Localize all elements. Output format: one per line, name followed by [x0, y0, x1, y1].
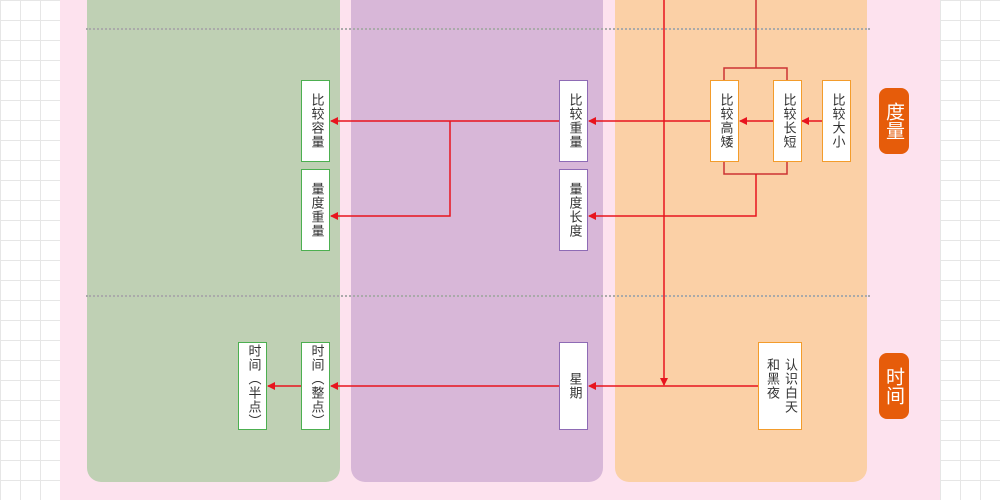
node-compare-capacity-label: 比较容量	[308, 93, 324, 149]
section-divider-middle	[86, 295, 870, 297]
section-tag-time-label: 时间	[883, 367, 905, 405]
node-compare-height: 比较高矮	[710, 80, 739, 162]
node-week: 星期	[559, 342, 588, 430]
node-compare-length: 比较长短	[773, 80, 802, 162]
node-compare-weight-label: 比较重量	[566, 93, 582, 149]
node-compare-capacity: 比较容量	[301, 80, 330, 162]
node-measure-length-label: 量度长度	[566, 182, 582, 238]
node-compare-length-label: 比较长短	[780, 93, 796, 149]
section-divider-top	[86, 28, 870, 30]
node-compare-size-label: 比较大小	[829, 93, 845, 149]
section-tag-measure-label: 度量	[883, 102, 905, 140]
node-measure-length: 量度长度	[559, 169, 588, 251]
node-measure-weight-label: 量度重量	[308, 182, 324, 238]
node-measure-weight: 量度重量	[301, 169, 330, 251]
node-compare-size: 比较大小	[822, 80, 851, 162]
node-time-hour-label: 时间（整点）	[308, 344, 324, 428]
node-time-half: 时间（半点）	[238, 342, 267, 430]
node-time-half-label: 时间（半点）	[245, 344, 261, 428]
section-tag-time: 时间	[879, 353, 909, 419]
section-tag-measure: 度量	[879, 88, 909, 154]
column-green	[87, 0, 340, 482]
node-compare-height-label: 比较高矮	[717, 93, 733, 149]
node-day-night-label: 认识白天 和黑夜	[764, 358, 797, 414]
node-day-night: 认识白天 和黑夜	[758, 342, 802, 430]
node-week-label: 星期	[566, 372, 582, 400]
node-time-hour: 时间（整点）	[301, 342, 330, 430]
node-compare-weight: 比较重量	[559, 80, 588, 162]
